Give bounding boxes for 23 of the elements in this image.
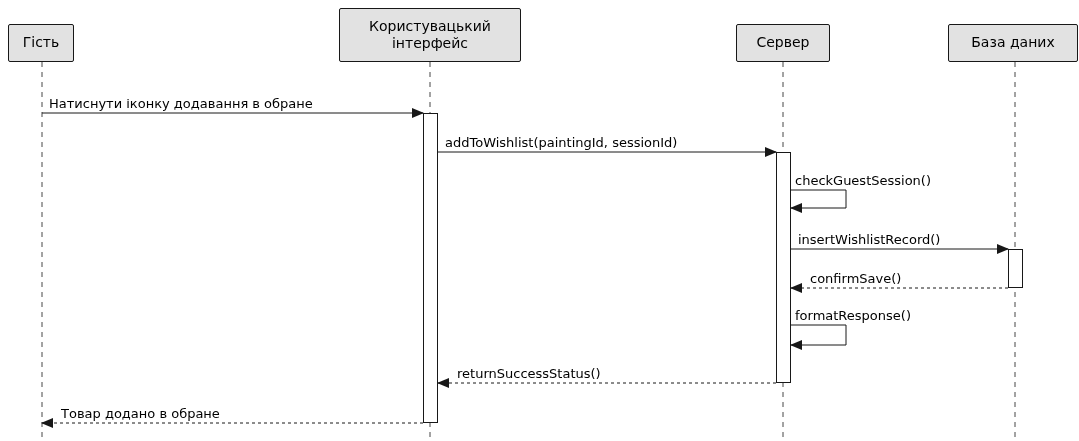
activation-bar — [776, 152, 791, 383]
message-arrow — [790, 244, 1009, 254]
message-arrow — [437, 147, 777, 157]
message-label: Товар додано в обране — [60, 406, 221, 421]
return-arrow — [437, 378, 777, 388]
message-label: checkGuestSession() — [794, 173, 932, 188]
message-arrow — [41, 108, 424, 118]
message-label: returnSuccessStatus() — [456, 366, 602, 381]
participant-box: Гість — [8, 24, 74, 62]
participant-box: Сервер — [736, 24, 830, 62]
message-arrow — [790, 189, 847, 213]
message-arrow — [790, 324, 847, 350]
activation-bar — [1008, 249, 1023, 288]
return-arrow — [41, 418, 424, 428]
message-label: formatResponse() — [794, 308, 912, 323]
return-arrow — [790, 283, 1009, 293]
participant-box: База даних — [948, 24, 1078, 62]
activation-bar — [423, 113, 438, 423]
participant-box: Користувацький інтерфейс — [339, 8, 521, 62]
message-label: addToWishlist(paintingId, sessionId) — [444, 135, 679, 150]
message-label: Натиснути іконку додавання в обране — [48, 96, 314, 111]
message-label: confirmSave() — [809, 271, 903, 286]
message-label: insertWishlistRecord() — [797, 232, 942, 247]
